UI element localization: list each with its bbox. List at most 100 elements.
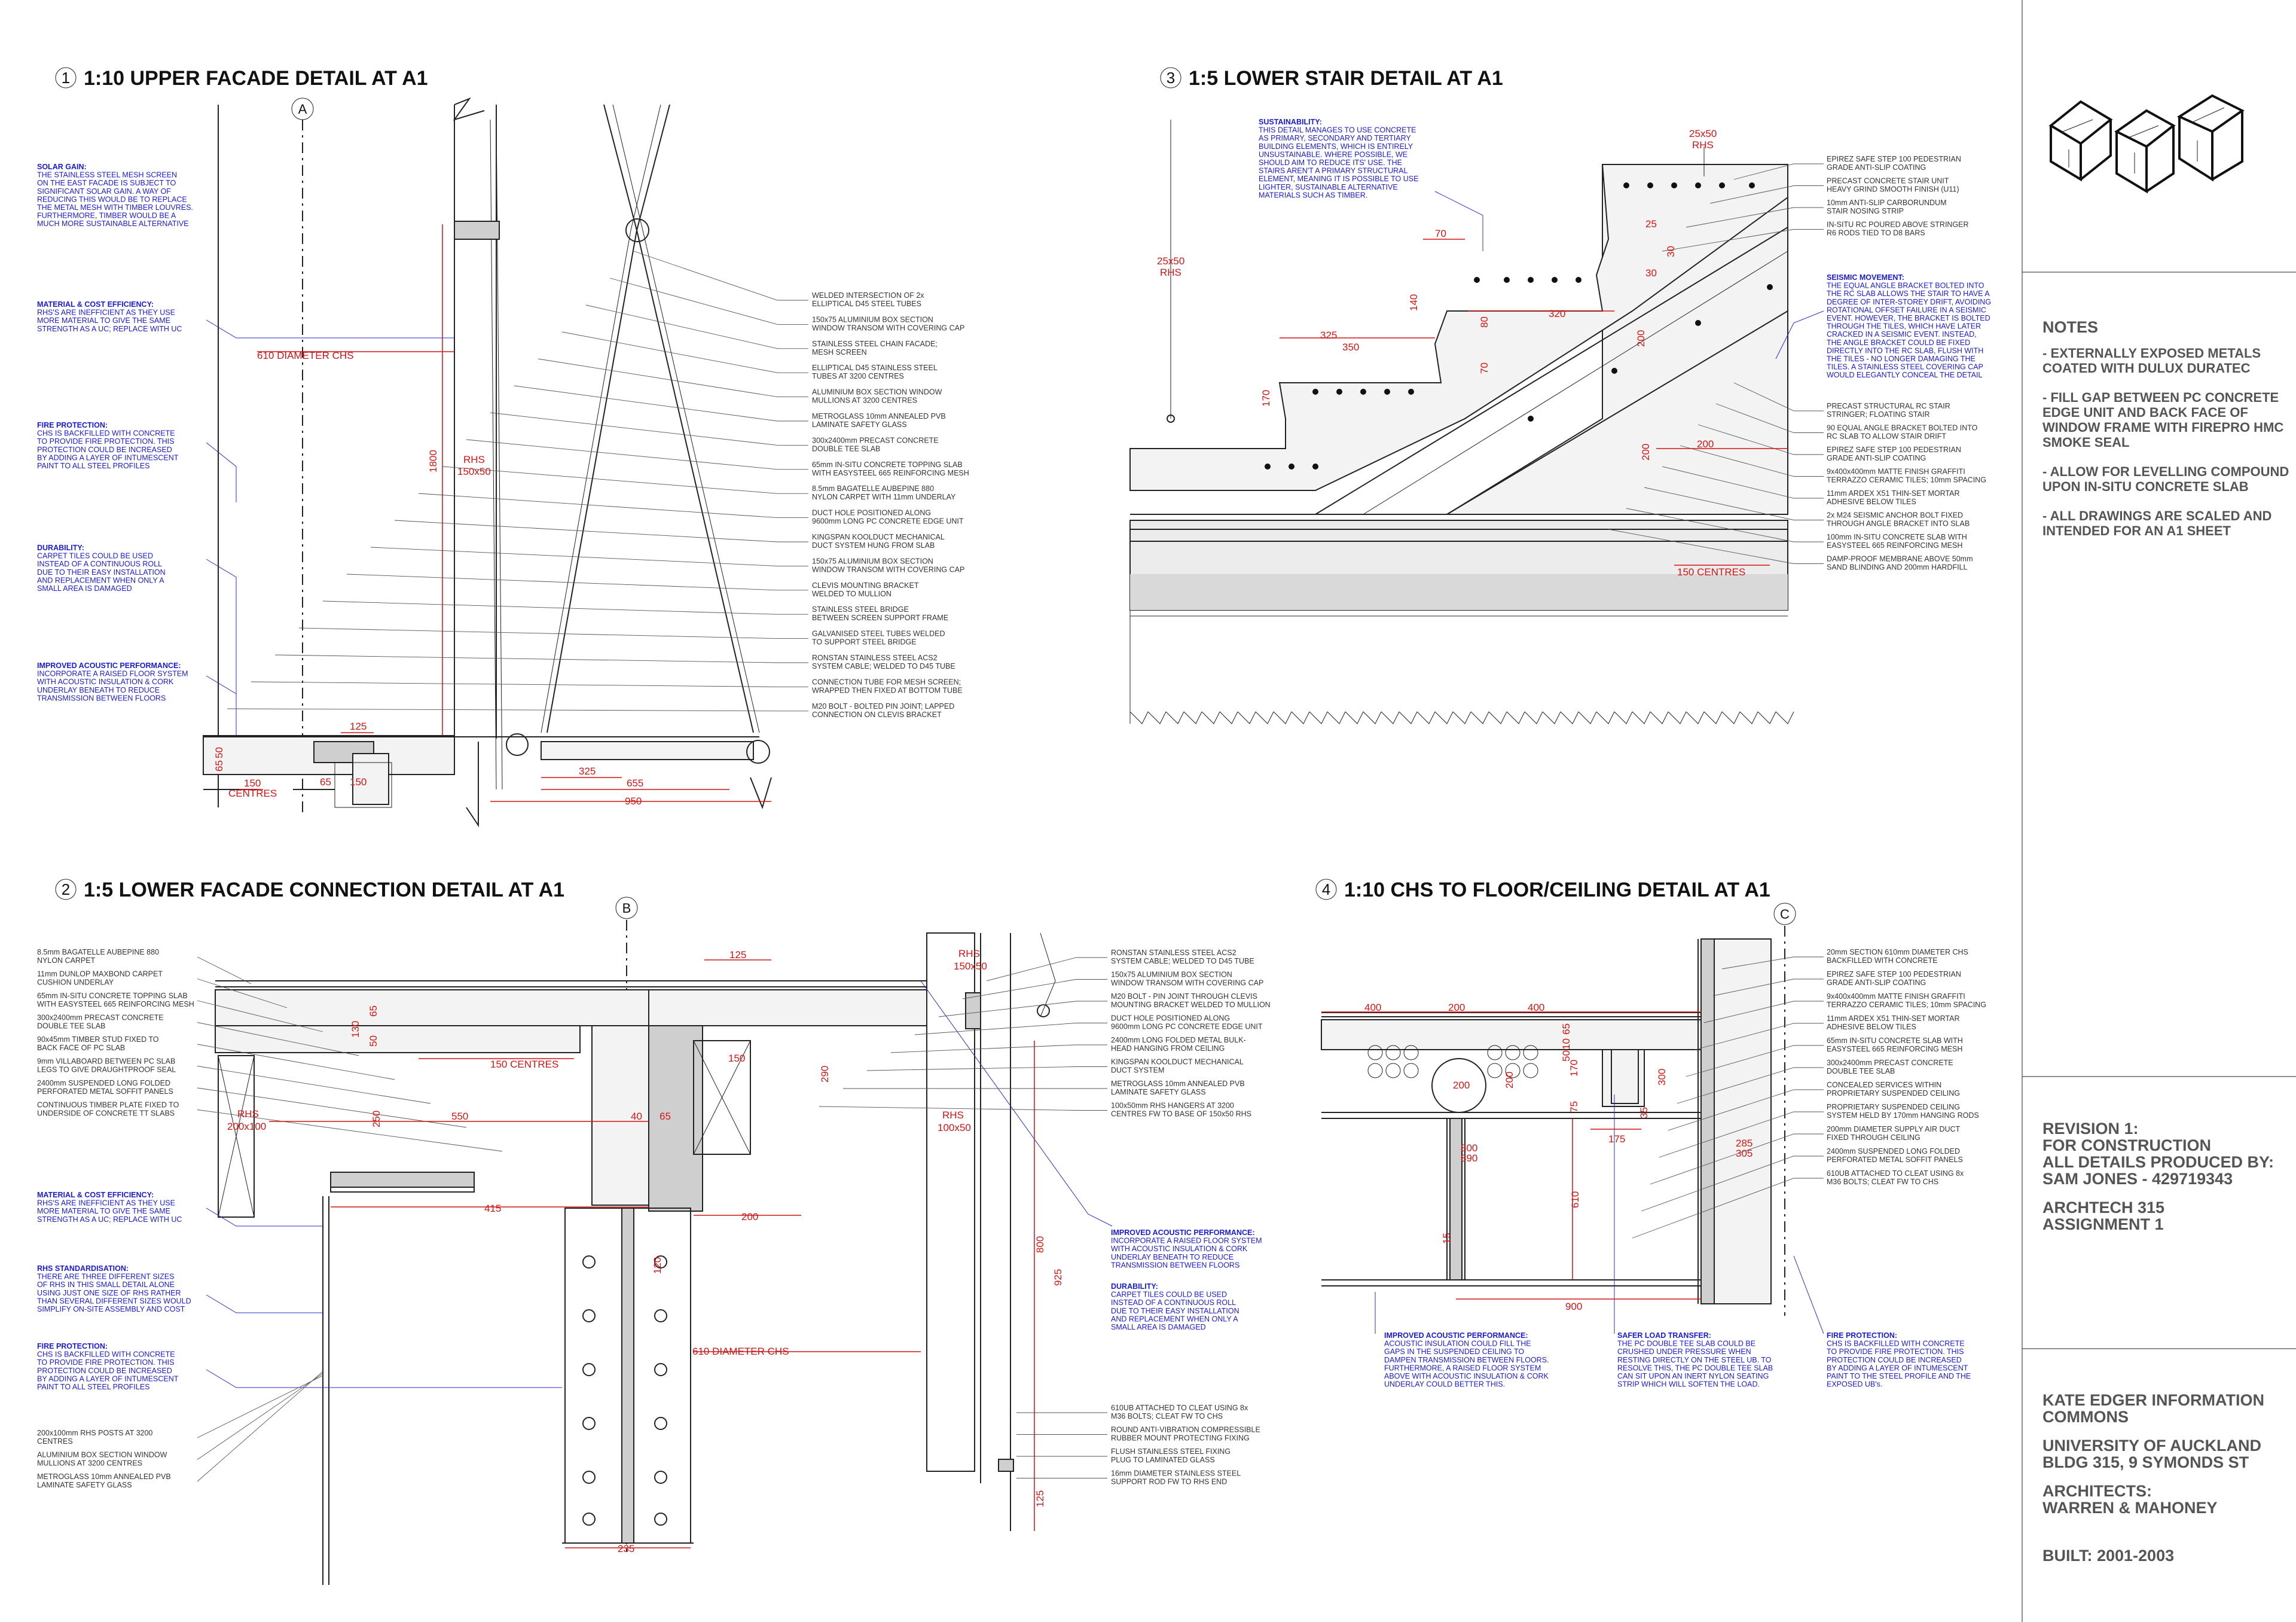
rebar-dot — [1408, 389, 1414, 395]
d1-note-line: TO PROVIDE FIRE PROTECTION. THIS — [37, 437, 174, 446]
d4-dim-170: 170 — [1568, 1060, 1580, 1077]
d4-dim-300: 300 — [1656, 1069, 1668, 1086]
d1-label: MESH SCREEN — [812, 348, 867, 356]
hatch-mark — [1739, 711, 1758, 724]
d1-dim-150b: 150 — [350, 776, 367, 788]
d2-note-right-line: DUE TO THEIR EASY INSTALLATION — [1111, 1307, 1239, 1315]
d3-note-sustainability-line: ELEMENT, MEANING IT IS POSSIBLE TO USE — [1259, 175, 1418, 183]
d3-label: RC SLAB TO ALLOW STAIR DRIFT — [1827, 432, 1946, 441]
d4-dim-800: 800 — [1461, 1142, 1477, 1154]
d3-note-seismic-heading: SEISMIC MOVEMENT: — [1827, 273, 1904, 282]
d3-label: 90 EQUAL ANGLE BRACKET BOLTED INTO — [1827, 424, 1978, 432]
detail-1-notes: SOLAR GAIN:THE STAINLESS STEEL MESH SCRE… — [37, 163, 193, 702]
hatch-mark — [1470, 711, 1489, 724]
d2-dim-125: 125 — [729, 949, 746, 961]
d1-note-line: BY ADDING A LAYER OF INTUMESCENT — [37, 453, 179, 462]
d2-label: LAMINATE SAFETY GLASS — [1111, 1088, 1206, 1096]
d4-dim-200c: 200 — [1504, 1072, 1515, 1089]
d4-label: FIXED THROUGH CEILING — [1827, 1133, 1921, 1142]
sidebar-built: BUILT: 2001-2003 — [2042, 1547, 2174, 1565]
leader-line — [819, 1106, 1107, 1111]
d3-note-seismic-line: ROTATIONAL OFFSET FAILURE IN A SEISMIC — [1827, 306, 1986, 314]
detail-1-title: 1:10 UPPER FACADE DETAIL AT A1 — [84, 67, 428, 90]
bolt-hole — [582, 1513, 596, 1526]
d2-label: LAMINATE SAFETY GLASS — [37, 1481, 132, 1489]
d2-note-heading: MATERIAL & COST EFFICIENCY: — [37, 1191, 154, 1199]
hatch-mark — [1237, 711, 1256, 724]
d1-note-line: TRANSMISSION BETWEEN FLOORS — [37, 694, 166, 702]
d2-label: DUCT SYSTEM — [1111, 1066, 1164, 1075]
d3-dim-200b: 200 — [1697, 438, 1714, 450]
d1-label: STAINLESS STEEL BRIDGE — [812, 605, 909, 614]
leader-line — [197, 1087, 467, 1128]
sidebar-note: SMOKE SEAL — [2042, 435, 2129, 450]
d1-label: ELLIPTICAL D45 STEEL TUBES — [812, 300, 921, 308]
d3-dim-140: 140 — [1408, 294, 1419, 311]
hatch-mark — [1650, 711, 1669, 724]
d1-label: STAINLESS STEEL CHAIN FACADE; — [812, 340, 938, 348]
rebar-dot — [1647, 182, 1653, 188]
leader-line — [1721, 956, 1824, 969]
d2-dim-rhs-200x100-size: 200x100 — [227, 1121, 266, 1132]
d1-note-line: SMALL AREA IS DAMAGED — [37, 584, 132, 593]
rebar-dot — [1671, 182, 1677, 188]
d2-note-line: THERE ARE THREE DIFFERENT SIZES — [37, 1273, 174, 1281]
d3-dim-70b: 70 — [1479, 362, 1490, 374]
leader-line — [1677, 1067, 1824, 1104]
d1-dim-50: 50 — [213, 747, 225, 758]
d3-note-sustainability-line: MATERIALS SUCH AS TIMBER. — [1259, 191, 1367, 199]
d2-dim-65: 65 — [660, 1111, 671, 1122]
sidebar-note: UPON IN-SITU CONCRETE SLAB — [2042, 479, 2249, 494]
d2-label: ROUND ANTI-VIBRATION COMPRESSIBLE — [1111, 1426, 1260, 1434]
d1-note-line: INCORPORATE A RAISED FLOOR SYSTEM — [37, 670, 188, 678]
leader-line — [962, 979, 1107, 999]
d2-label: NYLON CARPET — [37, 956, 96, 965]
d4-note-line: UNDERLAY COULD BETTER THIS. — [1384, 1380, 1505, 1389]
detail-4-chs-floor-ceiling: 4 1:10 CHS TO FLOOR/CEILING DETAIL AT A1… — [1315, 879, 1986, 1389]
d3-dim-200c: 200 — [1640, 444, 1651, 461]
d3-label: TERRAZZO CERAMIC TILES; 10mm SPACING — [1827, 476, 1986, 484]
d4-note-line: EXPOSED UB's. — [1827, 1380, 1882, 1389]
d4-dim-285: 285 — [1736, 1138, 1752, 1149]
d3-note-seismic-line: THE RC SLAB ALLOWS THE STAIR TO HAVE A — [1827, 289, 1990, 298]
d1-label: 8.5mm BAGATELLE AUBEPINE 880 — [812, 484, 934, 493]
d2-note-right-heading: DURABILITY: — [1111, 1282, 1158, 1291]
leader-line — [322, 600, 808, 615]
d1-note-line: RHS'S ARE INEFFICIENT AS THEY USE — [37, 309, 175, 317]
d1-note-heading: SOLAR GAIN: — [37, 163, 87, 171]
d4-note-line: THE PC DOUBLE TEE SLAB COULD BE — [1617, 1340, 1755, 1348]
d2-note-right-line: CARPET TILES COULD BE USED — [1111, 1291, 1227, 1299]
hatch-mark — [1434, 711, 1454, 724]
d3-label: 11mm ARDEX X51 THIN-SET MORTAR — [1827, 489, 1960, 498]
leader-line — [1650, 1133, 1824, 1185]
d3-note-sustainability-line: SHOULD AIM TO REDUCE ITS' USE. THE — [1259, 158, 1402, 167]
service-pipe — [1403, 1063, 1419, 1078]
d1-label: 65mm IN-SITU CONCRETE TOPPING SLAB — [812, 461, 963, 469]
service-pipe — [1487, 1045, 1503, 1060]
leader-line — [197, 1044, 395, 1080]
rebar-dot — [1265, 464, 1271, 469]
service-pipe — [1385, 1045, 1401, 1060]
d2-dim-120: 120 — [652, 1257, 663, 1274]
d1-label: 300x2400mm PRECAST CONCRETE — [812, 436, 939, 444]
grid-marker-a-label: A — [298, 102, 307, 117]
hatch-mark — [1596, 711, 1615, 724]
d2-label: CENTRES FW TO BASE OF 150x50 RHS — [1111, 1110, 1251, 1118]
d3-note-sustainability-line: THIS DETAIL MANAGES TO USE CONCRETE — [1259, 126, 1416, 135]
hatch-mark — [1147, 711, 1167, 724]
leader-line — [227, 708, 808, 712]
sidebar-course: ASSIGNMENT 1 — [2042, 1215, 2164, 1233]
d1-label: KINGSPAN KOOLDUCT MECHANICAL — [812, 533, 945, 541]
sidebar-note: INTENDED FOR AN A1 SHEET — [2042, 523, 2231, 538]
d3-dim-350: 350 — [1342, 342, 1359, 353]
service-pipe — [1367, 1045, 1383, 1060]
d4-dim-15: 15 — [1441, 1233, 1452, 1244]
hatch-mark — [1452, 711, 1471, 724]
leader-line — [1632, 1178, 1824, 1239]
d2-dim-235: 235 — [618, 1543, 634, 1554]
d3-dim-170: 170 — [1260, 390, 1272, 407]
d3-note-seismic-line: THROUGH THE TILES, WHICH HAVE LATER — [1827, 322, 1981, 331]
d2-label: 8.5mm BAGATELLE AUBEPINE 880 — [37, 948, 159, 956]
d3-label: GRADE ANTI-SLIP COATING — [1827, 163, 1926, 172]
d3-label: PRECAST CONCRETE STAIR UNIT — [1827, 177, 1949, 185]
